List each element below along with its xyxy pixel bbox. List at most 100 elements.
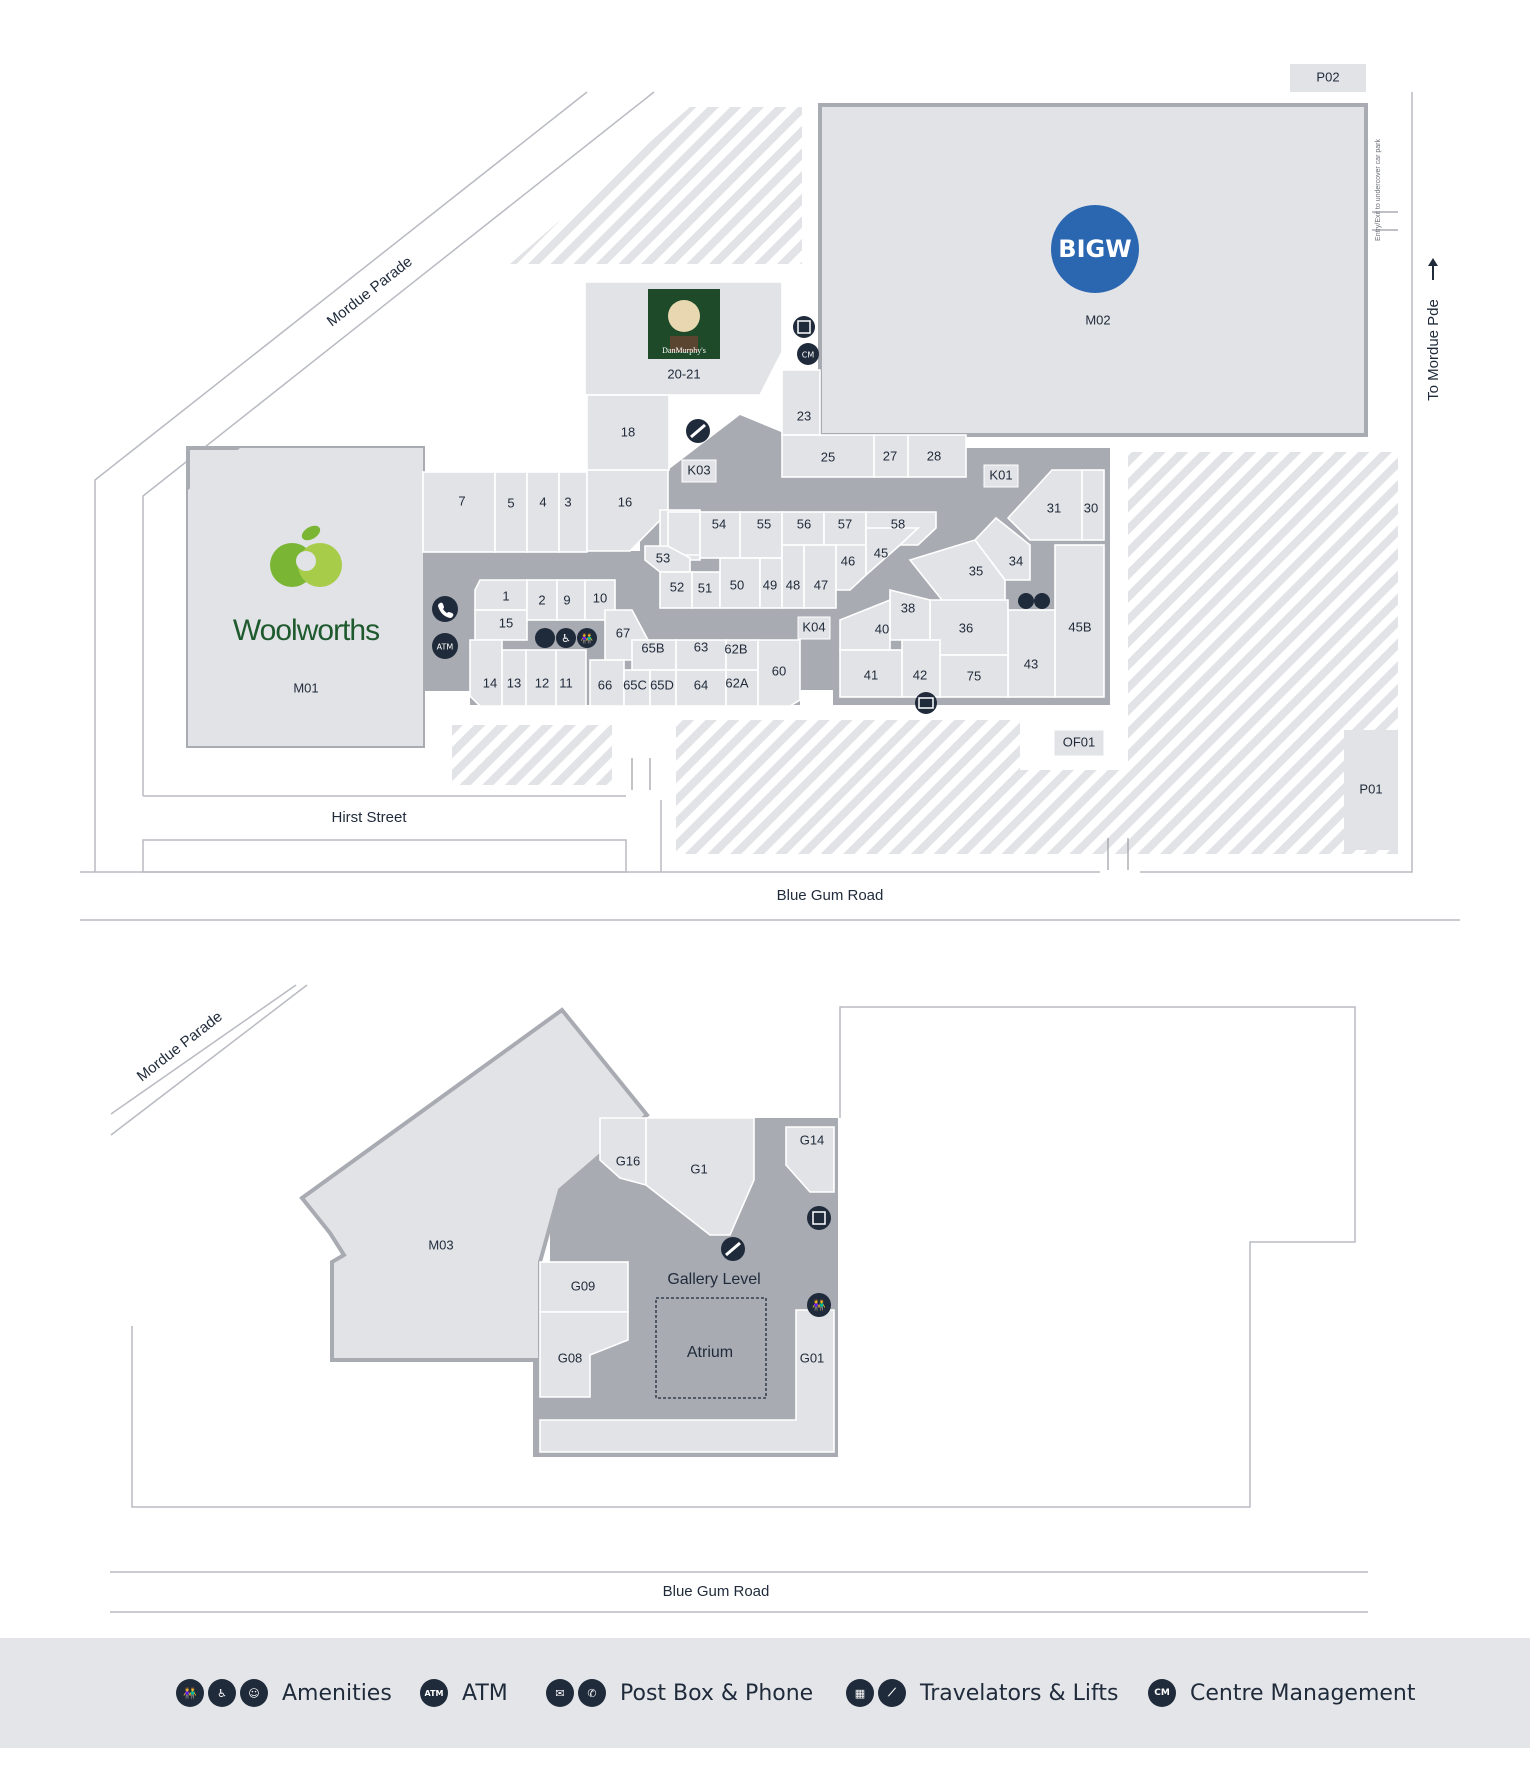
shop-25[interactable] xyxy=(781,434,875,478)
legend-atm: ATM ATM xyxy=(420,1638,508,1748)
shop-5[interactable] xyxy=(494,471,528,553)
unit-label: 35 xyxy=(969,563,983,578)
parking-p02[interactable] xyxy=(1290,64,1366,92)
shop-g08[interactable] xyxy=(539,1311,629,1398)
map-shape xyxy=(110,984,297,1115)
shop-12[interactable] xyxy=(525,649,557,707)
bigw-store[interactable] xyxy=(818,103,1368,437)
unit-label: 48 xyxy=(786,577,800,592)
shop-30[interactable] xyxy=(1081,469,1105,541)
gallery-mall xyxy=(533,1118,838,1457)
toilets-icon-gallery xyxy=(807,1293,831,1317)
svg-text:♿: ♿ xyxy=(561,632,571,645)
unit-label: 1 xyxy=(502,588,509,603)
legend-travelators-label: Travelators & Lifts xyxy=(920,1680,1119,1706)
unit-label: 65B xyxy=(641,640,664,655)
ground-level-map: Woolworths M01 BIGW M02 DanMurphy's 20-2… xyxy=(80,64,1460,921)
unit-g01: G01 xyxy=(800,1350,825,1365)
map-shape xyxy=(142,91,655,796)
unit-label: 15 xyxy=(499,615,513,630)
shop-23[interactable] xyxy=(781,369,821,436)
unit-m03: M03 xyxy=(428,1237,453,1252)
road-hirst-street: Hirst Street xyxy=(331,809,407,826)
unit-label: 31 xyxy=(1047,500,1061,515)
shop-28[interactable] xyxy=(907,434,967,478)
shop-41[interactable] xyxy=(839,649,903,698)
unit-label: 18 xyxy=(621,424,635,439)
shop-18[interactable] xyxy=(586,394,670,471)
kiosk-k01[interactable] xyxy=(983,464,1019,488)
shop-60[interactable] xyxy=(757,639,801,707)
atm-icon: ATM xyxy=(420,1679,448,1707)
unit-label: 63 xyxy=(694,639,708,654)
shop-65d[interactable] xyxy=(649,669,677,707)
svg-text:CM: CM xyxy=(802,351,815,360)
svg-text:ATM: ATM xyxy=(437,643,454,652)
shop-g16[interactable] xyxy=(599,1117,647,1187)
kiosk-of01[interactable] xyxy=(1053,729,1105,757)
shop-7[interactable] xyxy=(422,471,496,553)
unit-g16: G16 xyxy=(616,1153,641,1168)
shop-52[interactable] xyxy=(659,571,693,609)
kiosk-k04[interactable] xyxy=(797,616,831,640)
shop-g09[interactable] xyxy=(539,1261,629,1313)
shop-47[interactable] xyxy=(803,544,837,609)
shop-g01[interactable] xyxy=(539,1309,835,1453)
parking-p01[interactable] xyxy=(1344,730,1398,850)
kiosk-k03[interactable] xyxy=(681,459,717,483)
shop-1[interactable] xyxy=(474,579,528,611)
unit-label: 65C xyxy=(623,677,647,692)
shop-66[interactable] xyxy=(589,659,625,707)
unit-label: 52 xyxy=(670,579,684,594)
legend-post-phone-label: Post Box & Phone xyxy=(620,1680,814,1706)
unit-label: OF01 xyxy=(1063,734,1096,749)
unit-label: 34 xyxy=(1009,553,1023,568)
woolworths-logo-text: Woolworths xyxy=(233,614,379,647)
shop-11[interactable] xyxy=(555,649,587,707)
shop-54b[interactable] xyxy=(699,511,741,559)
legend-travelators-lifts: ▦ ⟋ Travelators & Lifts xyxy=(846,1638,1118,1748)
unit-label: 51 xyxy=(698,580,712,595)
unit-label: 45B xyxy=(1068,619,1091,634)
unit-label: 49 xyxy=(763,577,777,592)
shop-15[interactable] xyxy=(474,609,528,641)
map-shape xyxy=(142,839,627,873)
shop-55[interactable] xyxy=(739,511,783,559)
road-blue-gum: Blue Gum Road xyxy=(777,887,884,904)
shop-46[interactable] xyxy=(835,544,867,591)
shop-27[interactable] xyxy=(873,434,909,478)
unit-label: 55 xyxy=(757,516,771,531)
map-shape xyxy=(131,1006,1356,1508)
unit-label: 46 xyxy=(841,553,855,568)
unit-label: 30 xyxy=(1084,500,1098,515)
unit-label: 62B xyxy=(724,641,747,656)
shop-2[interactable] xyxy=(526,579,558,621)
map-legend: 👫 ♿ ☺ Amenities ATM ATM ✉ ✆ Post Box & P… xyxy=(0,1638,1530,1748)
shop-43[interactable] xyxy=(1007,609,1056,698)
shop-45b[interactable] xyxy=(1054,544,1105,698)
travelator-icon: ⟋ xyxy=(878,1679,906,1707)
unit-label: 45 xyxy=(874,545,888,560)
shop-4[interactable] xyxy=(526,471,560,553)
unit-label: K01 xyxy=(989,467,1012,482)
road-mordue-parade-gallery: Mordue Parade xyxy=(134,1008,226,1085)
shop-9[interactable] xyxy=(556,579,586,621)
unit-g09: G09 xyxy=(571,1278,596,1293)
road-to-mordue-pde: To Mordue Pde xyxy=(1425,299,1442,401)
atm-icon xyxy=(432,633,458,659)
svg-text:👫: 👫 xyxy=(581,632,594,645)
unit-label: 3 xyxy=(564,494,571,509)
atrium-label: Atrium xyxy=(687,1344,733,1361)
shop-50[interactable] xyxy=(719,557,761,609)
lift-icon: ▦ xyxy=(846,1679,874,1707)
shop-42[interactable] xyxy=(901,639,941,698)
shop-g14[interactable] xyxy=(785,1126,835,1193)
shop-75[interactable] xyxy=(939,654,1009,698)
shop-62a[interactable] xyxy=(725,669,759,707)
shop-14[interactable] xyxy=(469,639,503,707)
shop-3[interactable] xyxy=(558,471,588,553)
unit-label: 65D xyxy=(650,677,674,692)
shop-g1[interactable] xyxy=(645,1117,755,1236)
unit-m01: M01 xyxy=(293,680,318,695)
shop-45[interactable] xyxy=(865,527,921,577)
